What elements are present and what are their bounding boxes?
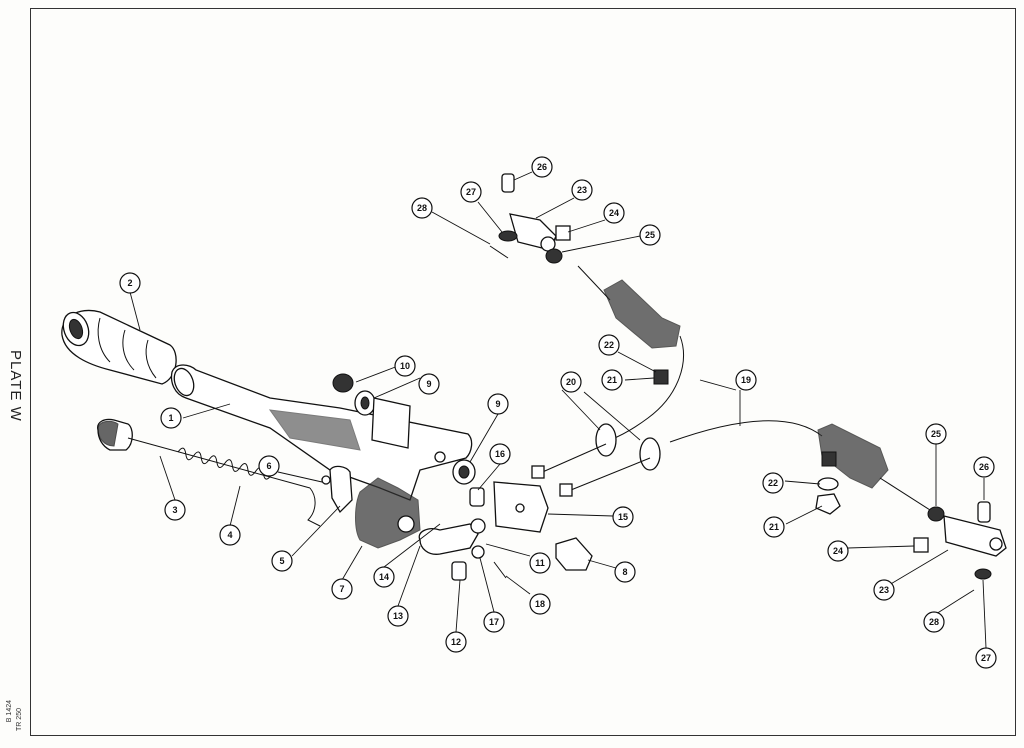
callout-25: 25 [639,224,661,246]
callout-26-b: 26 [973,456,995,478]
svg-text:26: 26 [537,162,547,172]
callout-24: 24 [603,202,625,224]
svg-text:17: 17 [489,617,499,627]
cable-assembly-right [669,420,1007,601]
callout-25-b: 25 [925,423,947,445]
release-rod [97,418,321,527]
svg-text:8: 8 [622,567,627,577]
callout-9: 9 [418,373,440,395]
plate-title: PLATE W [7,350,24,422]
svg-text:4: 4 [227,530,232,540]
callout-23-b: 23 [873,579,895,601]
svg-text:5: 5 [279,556,284,566]
svg-text:16: 16 [495,449,505,459]
callout-14: 14 [373,566,395,588]
callout-2: 2 [119,272,141,294]
callout-3: 3 [164,499,186,521]
lever-arm [170,364,473,501]
svg-text:14: 14 [379,572,389,582]
callout-20: 20 [560,371,582,393]
svg-text:25: 25 [645,230,655,240]
svg-text:23: 23 [879,585,889,595]
callout-24-b: 24 [827,540,849,562]
svg-text:20: 20 [566,377,576,387]
callout-10: 10 [394,355,416,377]
callout-28-b: 28 [923,611,945,633]
callout-18: 18 [529,593,551,615]
svg-text:13: 13 [393,611,403,621]
callout-19: 19 [735,369,757,391]
svg-text:27: 27 [466,187,476,197]
callout-1: 1 [160,407,182,429]
svg-text:11: 11 [535,558,545,568]
callout-17: 17 [483,611,505,633]
svg-text:28: 28 [929,617,939,627]
svg-text:12: 12 [451,637,461,647]
plate-frame [30,8,1016,736]
upper-clevis-group [489,173,571,264]
svg-text:25: 25 [931,429,941,439]
return-spring [177,447,272,480]
svg-text:6: 6 [266,461,271,471]
leader-lines [129,171,987,649]
callout-5: 5 [271,550,293,572]
callout-7: 7 [331,578,353,600]
callout-13: 13 [387,605,409,627]
callout-22: 22 [598,334,620,356]
callout-8: 8 [614,561,636,583]
pivot-parts [332,373,593,581]
svg-text:18: 18 [535,599,545,609]
callout-4: 4 [219,524,241,546]
callout-23: 23 [571,179,593,201]
callout-6: 6 [258,455,280,477]
pawl-and-ratchet [321,465,421,549]
svg-text:7: 7 [339,584,344,594]
svg-text:27: 27 [981,653,991,663]
svg-text:2: 2 [127,278,132,288]
svg-text:24: 24 [833,546,843,556]
callout-26: 26 [531,156,553,178]
svg-text:3: 3 [172,505,177,515]
svg-text:28: 28 [417,203,427,213]
svg-text:15: 15 [618,512,628,522]
callout-16: 16 [489,443,511,465]
callout-9-b: 9 [487,393,509,415]
svg-text:21: 21 [607,375,617,385]
callout-15: 15 [612,506,634,528]
svg-text:10: 10 [400,361,410,371]
callout-21: 21 [601,369,623,391]
svg-text:9: 9 [495,399,500,409]
svg-text:26: 26 [979,462,989,472]
callout-21-b: 21 [763,516,785,538]
svg-text:21: 21 [769,522,779,532]
svg-text:23: 23 [577,185,587,195]
svg-text:22: 22 [604,340,614,350]
svg-text:1: 1 [168,413,173,423]
callout-11: 11 [529,552,551,574]
cable-assembly-left [531,265,684,497]
svg-text:9: 9 [426,379,431,389]
callout-27: 27 [460,181,482,203]
svg-text:24: 24 [609,208,619,218]
lever-grip [61,309,177,385]
callout-22-b: 22 [762,472,784,494]
callout-27-b: 27 [975,647,997,669]
svg-text:19: 19 [741,375,751,385]
callout-28: 28 [411,197,433,219]
svg-text:22: 22 [768,478,778,488]
callout-12: 12 [445,631,467,653]
